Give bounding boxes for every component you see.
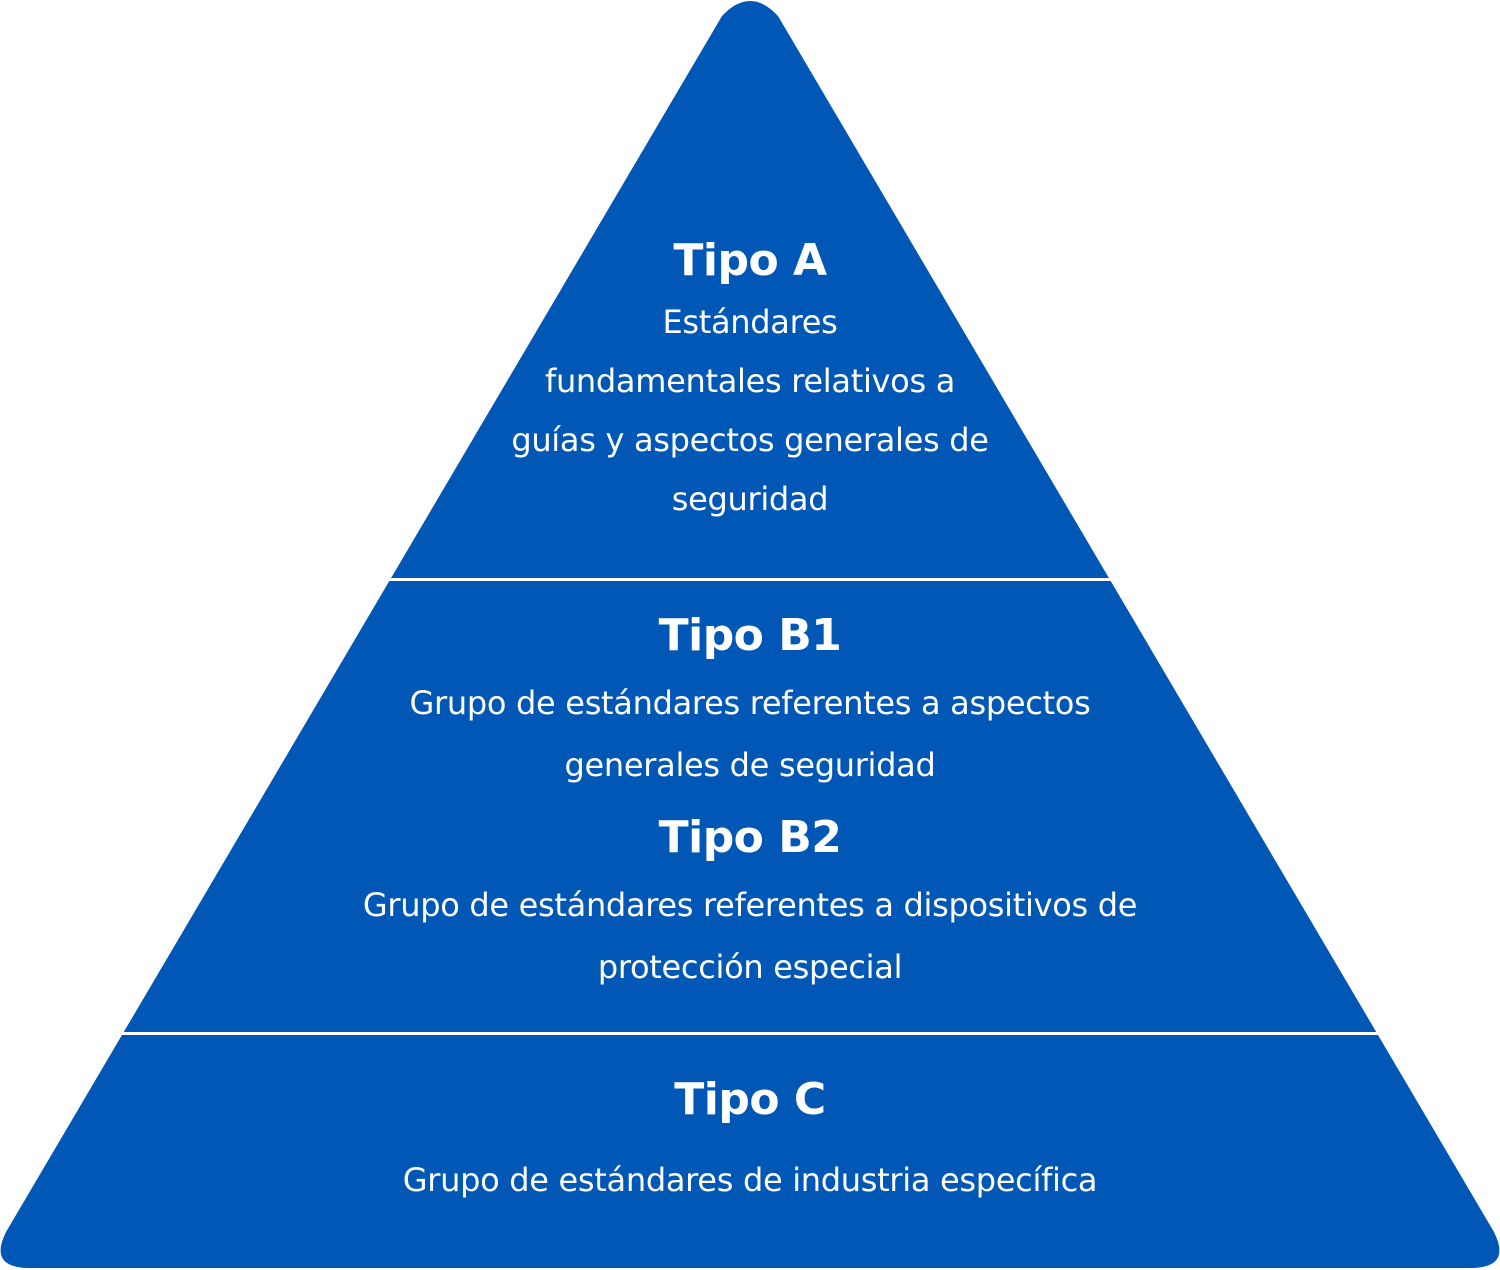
tier-a-line: fundamentales relativos a [544,362,956,400]
tier-a-title: Tipo A [673,235,827,286]
tier-b1-description: Grupo de estándares referentes a aspecto… [0,672,1500,796]
tier-a-line: seguridad [671,480,829,518]
tier-c-title: Tipo C [674,1074,826,1125]
tier-a-line: guías y aspectos generales de [511,421,989,459]
tier-a-description: Estándares fundamentales relativos a guí… [0,293,1500,529]
tier-b1-line: Grupo de estándares referentes a aspecto… [409,684,1091,722]
tier-b1-title: Tipo B1 [658,610,842,661]
tier-b2-line: protección especial [597,948,903,986]
tier-b1-line: generales de seguridad [564,746,936,784]
tier-a-line: Estándares [662,303,838,341]
tier-b2-title: Tipo B2 [658,812,842,863]
tier-c-line: Grupo de estándares de industria específ… [402,1161,1098,1199]
tier-b2-description: Grupo de estándares referentes a disposi… [0,874,1500,998]
tier-c-description: Grupo de estándares de industria específ… [0,1151,1500,1210]
tier-b2-line: Grupo de estándares referentes a disposi… [362,886,1138,924]
